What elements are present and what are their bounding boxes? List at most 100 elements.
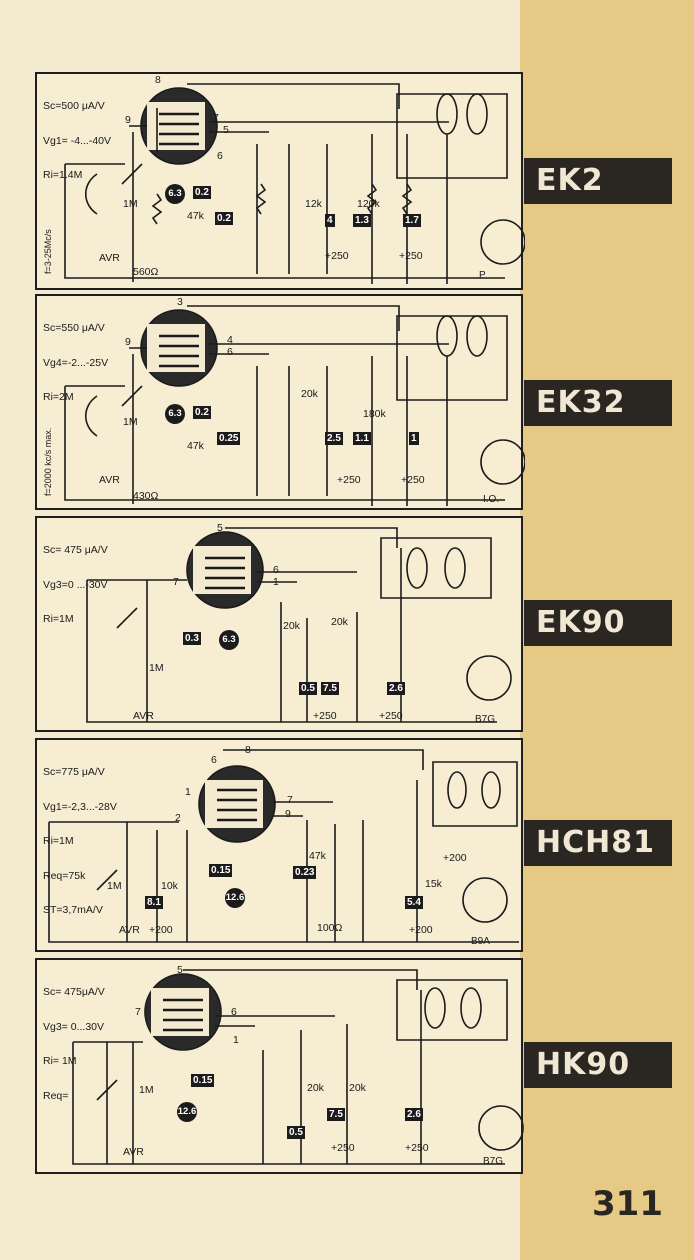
resistor-label: 47k xyxy=(187,440,204,452)
param-line: Vg3= 0...30V xyxy=(43,1020,105,1033)
frequency-label: f=2000 kc/s max. xyxy=(43,427,53,496)
supply-label: +200 xyxy=(409,924,433,936)
frequency-label: f=3-25Mc/s xyxy=(43,229,53,274)
supply-label: +250 xyxy=(325,250,349,262)
resistor-label: 15k xyxy=(425,878,442,890)
pin-label: 9 xyxy=(125,336,131,348)
base-name: P xyxy=(479,270,486,281)
param-line: Ri=1M xyxy=(43,835,74,847)
heater-voltage: 6.3 xyxy=(165,404,185,424)
pin-label: 9 xyxy=(285,808,291,820)
avr-label: AVR xyxy=(123,1146,144,1158)
param-line: Ri=2M xyxy=(43,391,74,403)
resistor-label: 1M xyxy=(139,1084,154,1096)
current-label: 1 xyxy=(409,432,419,445)
supply-label: +250 xyxy=(313,710,337,722)
pin-label: 6 xyxy=(227,346,233,358)
schematic-panel-ek32: Sc=550 μA/V Vg4=-2...-25V Ri=2M xyxy=(35,294,525,510)
tube-parameters: Sc=550 μA/V Vg4=-2...-25V Ri=2M xyxy=(43,300,108,427)
param-line: Sc= 475μA/V xyxy=(43,986,105,998)
resistor-label: 180k xyxy=(363,408,386,420)
current-label: 0.2 xyxy=(215,212,233,225)
schematic-panel-ek90: Sc= 475 μA/V Vg3=0 ...-30V Ri=1M xyxy=(35,516,523,732)
pin-label: 1 xyxy=(273,576,279,588)
heater-voltage: 6.3 xyxy=(219,630,239,650)
heater-voltage: 6.3 xyxy=(165,184,185,204)
tube-label-hk90: HK90 xyxy=(524,1042,672,1088)
schematic-drawing xyxy=(48,749,519,943)
resistor-label: 20k xyxy=(307,1082,324,1094)
current-label: 1.3 xyxy=(353,214,371,227)
supply-label: +250 xyxy=(401,474,425,486)
avr-label: AVR xyxy=(119,924,140,936)
tube-label-ek90: EK90 xyxy=(524,600,672,646)
schematic-panel-hk90: Sc= 475μA/V Vg3= 0...30V Ri= 1M Req= xyxy=(35,958,524,1174)
avr-label: AVR xyxy=(133,710,154,722)
pin-label: 5 xyxy=(223,124,229,136)
schematic-drawing xyxy=(64,83,525,284)
resistor-label: 20k xyxy=(331,616,348,628)
pin-label: 7 xyxy=(287,794,293,806)
base-name: B7G xyxy=(475,714,496,725)
page-number: 311 xyxy=(592,1184,663,1224)
heater-voltage: 12.6 xyxy=(177,1102,197,1122)
tube-label-hch81: HCH81 xyxy=(524,820,672,866)
current-label: 5.4 xyxy=(405,896,423,909)
pin-label: 7 xyxy=(173,576,179,588)
pin-label: 9 xyxy=(125,114,131,126)
schematic-drawing xyxy=(86,527,512,723)
pin-label: 8 xyxy=(155,74,161,86)
pin-label: 6 xyxy=(211,754,217,766)
current-label: 2.6 xyxy=(387,682,405,695)
current-label: 0.5 xyxy=(299,682,317,695)
supply-label: +250 xyxy=(337,474,361,486)
pin-label: 5 xyxy=(177,964,183,976)
pin-label: 2 xyxy=(175,812,181,824)
resistor-label: 1M xyxy=(107,880,122,892)
pin-label: 4 xyxy=(227,334,233,346)
resistor-label: 1M xyxy=(123,198,138,210)
current-label: 2.5 xyxy=(325,432,343,445)
resistor-label: 47k xyxy=(187,210,204,222)
heater-current: 0.15 xyxy=(191,1074,215,1087)
pin-label: 6 xyxy=(217,150,223,162)
current-label: 4 xyxy=(325,214,335,227)
tube-label-ek32: EK32 xyxy=(524,380,672,426)
param-line: Ri=1M xyxy=(43,613,74,625)
current-label: 8.1 xyxy=(145,896,163,909)
current-label: 2.6 xyxy=(405,1108,423,1121)
current-label: 0.23 xyxy=(293,866,317,879)
resistor-label: 20k xyxy=(301,388,318,400)
tube-parameters: Sc=775 μA/V Vg1=-2,3...-28V Ri=1M Req=75… xyxy=(43,744,117,940)
param-line: Ri=1.4M xyxy=(43,169,83,181)
tube-parameters: Sc=500 μA/V Vg1= -4...-40V Ri=1.4M xyxy=(43,78,111,205)
supply-label: +250 xyxy=(405,1142,429,1154)
avr-label: AVR xyxy=(99,252,120,264)
pin-label: 6 xyxy=(273,564,279,576)
current-label: 1.1 xyxy=(353,432,371,445)
heater-current: 0.3 xyxy=(183,632,201,645)
pin-label: 7 xyxy=(135,1006,141,1018)
param-line: Vg4=-2...-25V xyxy=(43,356,109,369)
pin-label: 5 xyxy=(217,522,223,534)
resistor-label: 1M xyxy=(149,662,164,674)
base-name: I.O. xyxy=(483,494,500,505)
current-label: 7.5 xyxy=(321,682,339,695)
resistor-label: 12k xyxy=(305,198,322,210)
pin-label: 7 xyxy=(213,112,219,124)
param-line: Sc=550 μA/V xyxy=(43,322,105,334)
current-label: 0.5 xyxy=(287,1126,305,1139)
heater-current: 0.15 xyxy=(209,864,233,877)
tube-parameters: Sc= 475 μA/V Vg3=0 ...-30V Ri=1M xyxy=(43,522,108,649)
resistor-label: 120k xyxy=(357,198,380,210)
current-label: 7.5 xyxy=(327,1108,345,1121)
avr-label: AVR xyxy=(99,474,120,486)
resistor-label: 430Ω xyxy=(133,490,159,502)
tube-parameters: Sc= 475μA/V Vg3= 0...30V Ri= 1M Req= xyxy=(43,964,105,1125)
heater-voltage: 12.6 xyxy=(225,888,245,908)
supply-label: +250 xyxy=(331,1142,355,1154)
supply-label: +200 xyxy=(149,924,173,936)
param-line: ST=3,7mA/V xyxy=(43,904,103,916)
param-line: Sc=775 μA/V xyxy=(43,766,105,778)
